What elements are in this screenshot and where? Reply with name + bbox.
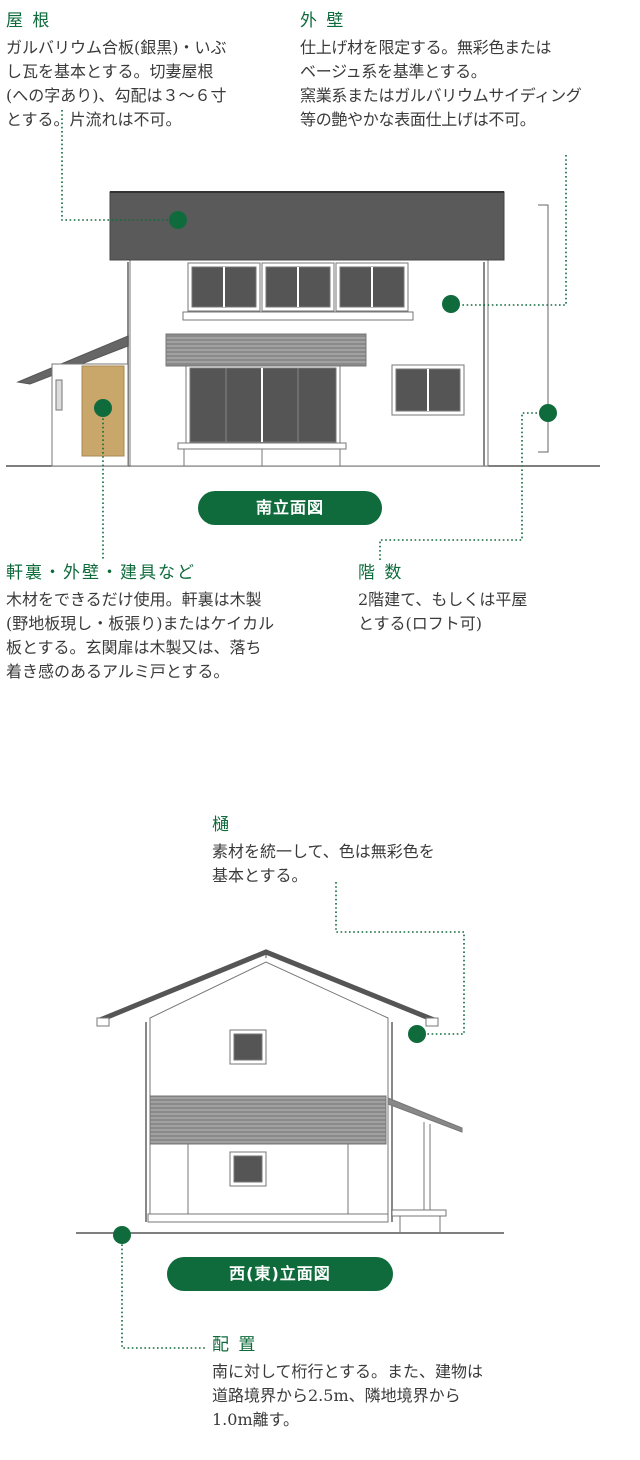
roof-leader bbox=[61, 110, 176, 221]
roof-heading: 屋 根 bbox=[6, 11, 52, 31]
floors-heading: 階 数 bbox=[358, 563, 404, 583]
layout-heading: 配 置 bbox=[212, 1335, 258, 1355]
wall-dot bbox=[442, 295, 460, 313]
gutter-heading: 樋 bbox=[212, 815, 231, 835]
west-elevation-drawing bbox=[76, 949, 504, 1234]
callout-dots bbox=[94, 211, 557, 1244]
gutter-section: 樋 素材を統一して、色は無彩色を 基本とする。 bbox=[212, 814, 532, 888]
layout-section: 配 置 南に対して桁行とする。また、建物は 道路境界から2.5m、隣地境界から … bbox=[212, 1334, 542, 1432]
west-elevation-label: 西(東)立面図 bbox=[167, 1257, 393, 1291]
front-door bbox=[81, 365, 125, 457]
wall-text: 仕上げ材を限定する。無彩色または ベージュ系を基準とする。 窯業系またはガルバリ… bbox=[300, 38, 582, 129]
floors-dot bbox=[539, 404, 557, 422]
roof-text: ガルバリウム合板(銀黒)・いぶ し瓦を基本とする。切妻屋根 (への字あり)、勾配… bbox=[6, 38, 227, 129]
layout-text: 南に対して桁行とする。また、建物は 道路境界から2.5m、隣地境界から 1.0m… bbox=[212, 1362, 484, 1429]
layout-leader bbox=[121, 1236, 205, 1349]
floors-leader bbox=[379, 412, 548, 560]
floors-section: 階 数 2階建て、もしくは平屋 とする(ロフト可) bbox=[358, 562, 628, 636]
floors-text: 2階建て、もしくは平屋 とする(ロフト可) bbox=[358, 590, 528, 633]
eaves-heading: 軒裏・外壁・建具など bbox=[6, 563, 196, 583]
eaves-text: 木材をできるだけ使用。軒裏は木製 (野地板現し・板張り)またはケイカル 板とする… bbox=[6, 590, 275, 681]
wall-section: 外 壁 仕上げ材を限定する。無彩色または ベージュ系を基準とする。 窯業系または… bbox=[300, 10, 638, 132]
roof-dot bbox=[169, 211, 187, 229]
gutter-dot bbox=[408, 1025, 426, 1043]
gutter-leader bbox=[335, 882, 465, 1035]
gutter-text: 素材を統一して、色は無彩色を 基本とする。 bbox=[212, 842, 435, 885]
layout-dot bbox=[113, 1226, 131, 1244]
south-elevation-drawing bbox=[6, 191, 600, 467]
wall-heading: 外 壁 bbox=[300, 11, 346, 31]
callout-leaders bbox=[61, 110, 567, 1349]
eaves-section: 軒裏・外壁・建具など 木材をできるだけ使用。軒裏は木製 (野地板現し・板張り)ま… bbox=[6, 562, 336, 684]
south-elevation-label: 南立面図 bbox=[198, 491, 382, 525]
roof-section: 屋 根 ガルバリウム合板(銀黒)・いぶ し瓦を基本とする。切妻屋根 (への字あり… bbox=[6, 10, 296, 132]
south-roof bbox=[109, 191, 505, 261]
eaves-dot bbox=[94, 399, 112, 417]
